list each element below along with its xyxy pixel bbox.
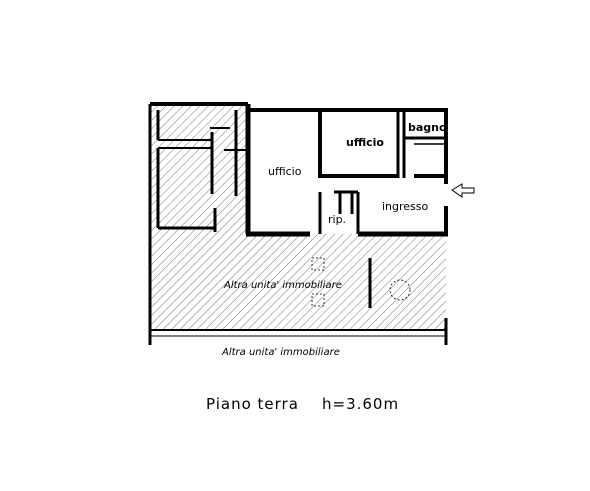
label-bagno: bagno — [408, 121, 447, 134]
label-ufficio-large: ufficio — [268, 165, 302, 178]
hatched-fixtures — [311, 257, 411, 308]
unit-walls — [245, 104, 448, 237]
label-altra-unita-inner: Altra unita' immobiliare — [223, 280, 342, 291]
entrance-arrow-icon — [451, 183, 475, 198]
caption-floor: Piano terra — [206, 395, 299, 413]
hatched-other-unit — [150, 104, 446, 330]
outer-walls — [148, 102, 448, 345]
caption-height: h=3.60m — [322, 395, 399, 413]
label-ingresso: ingresso — [382, 200, 429, 213]
label-altra-unita-bottom: Altra unita' immobiliare — [221, 347, 340, 358]
hatched-internal-walls — [156, 110, 246, 232]
label-ufficio-small: ufficio — [346, 136, 384, 149]
label-rip: rip. — [328, 213, 346, 226]
